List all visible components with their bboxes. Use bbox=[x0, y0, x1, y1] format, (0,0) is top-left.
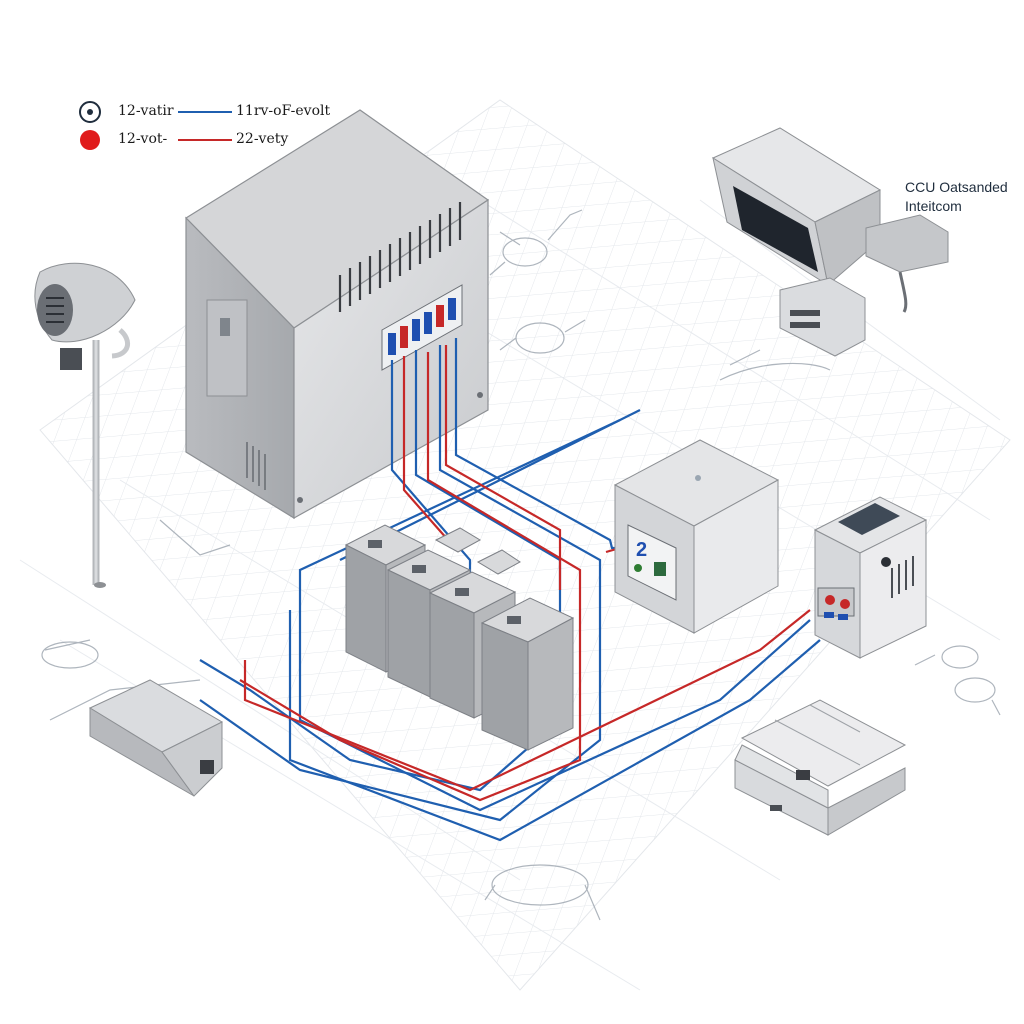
red-wires bbox=[239, 345, 811, 802]
target-icon bbox=[79, 101, 101, 123]
switch-icon bbox=[88, 679, 224, 797]
red-dot-icon bbox=[80, 130, 100, 150]
legend-row-blue: 12-vatir 11rv-oF-evolt bbox=[78, 100, 378, 124]
battery-icon bbox=[480, 597, 575, 751]
callout-line-1: CCU Oatsanded bbox=[905, 179, 1008, 195]
legend-right-label: 22-vety bbox=[236, 131, 289, 147]
device-callout: CCU Oatsanded Inteitcom bbox=[905, 178, 1024, 216]
battery-icon bbox=[434, 527, 521, 575]
battery-bank bbox=[344, 524, 575, 751]
circuit-sketches bbox=[41, 209, 1001, 921]
callout-line-2: Inteitcom bbox=[905, 198, 962, 214]
legend-right-label: 11rv-oF-evolt bbox=[236, 103, 331, 119]
router-icon bbox=[734, 699, 907, 836]
legend-row-red: 12-vot- 22-vety bbox=[78, 128, 378, 152]
legend: 12-vatir 11rv-oF-evolt 12-vot- 22-vety bbox=[78, 100, 378, 154]
pole-speaker-icon bbox=[34, 262, 136, 588]
legend-left-label: 12-vot- bbox=[118, 131, 168, 147]
cabinet-badge-number: 2 bbox=[636, 539, 647, 561]
monitor-icon bbox=[711, 127, 949, 357]
heater-icon bbox=[813, 496, 928, 659]
main-cabinet bbox=[185, 109, 490, 520]
legend-blue-line bbox=[178, 111, 232, 113]
control-box: 2 bbox=[613, 439, 780, 634]
legend-red-line bbox=[178, 139, 232, 141]
legend-left-label: 12-vatir bbox=[118, 103, 174, 119]
